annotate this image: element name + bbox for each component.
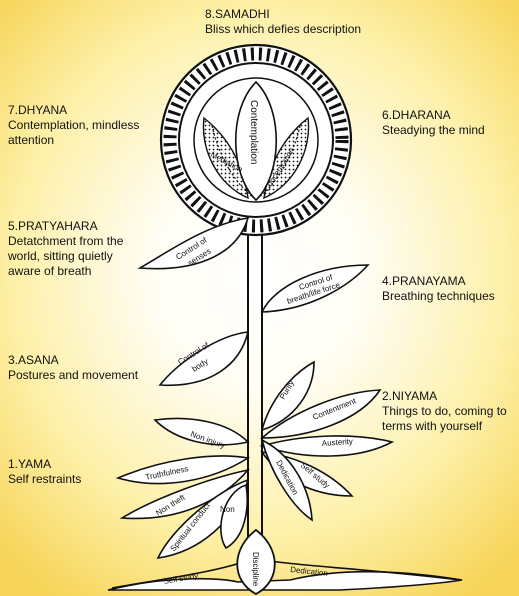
root-text-discipline: Discipline [251,552,260,587]
yama-leaf-text-non: Non [220,505,235,514]
flower-top-petal-text: Contemplation [248,100,259,164]
stem [248,200,262,570]
